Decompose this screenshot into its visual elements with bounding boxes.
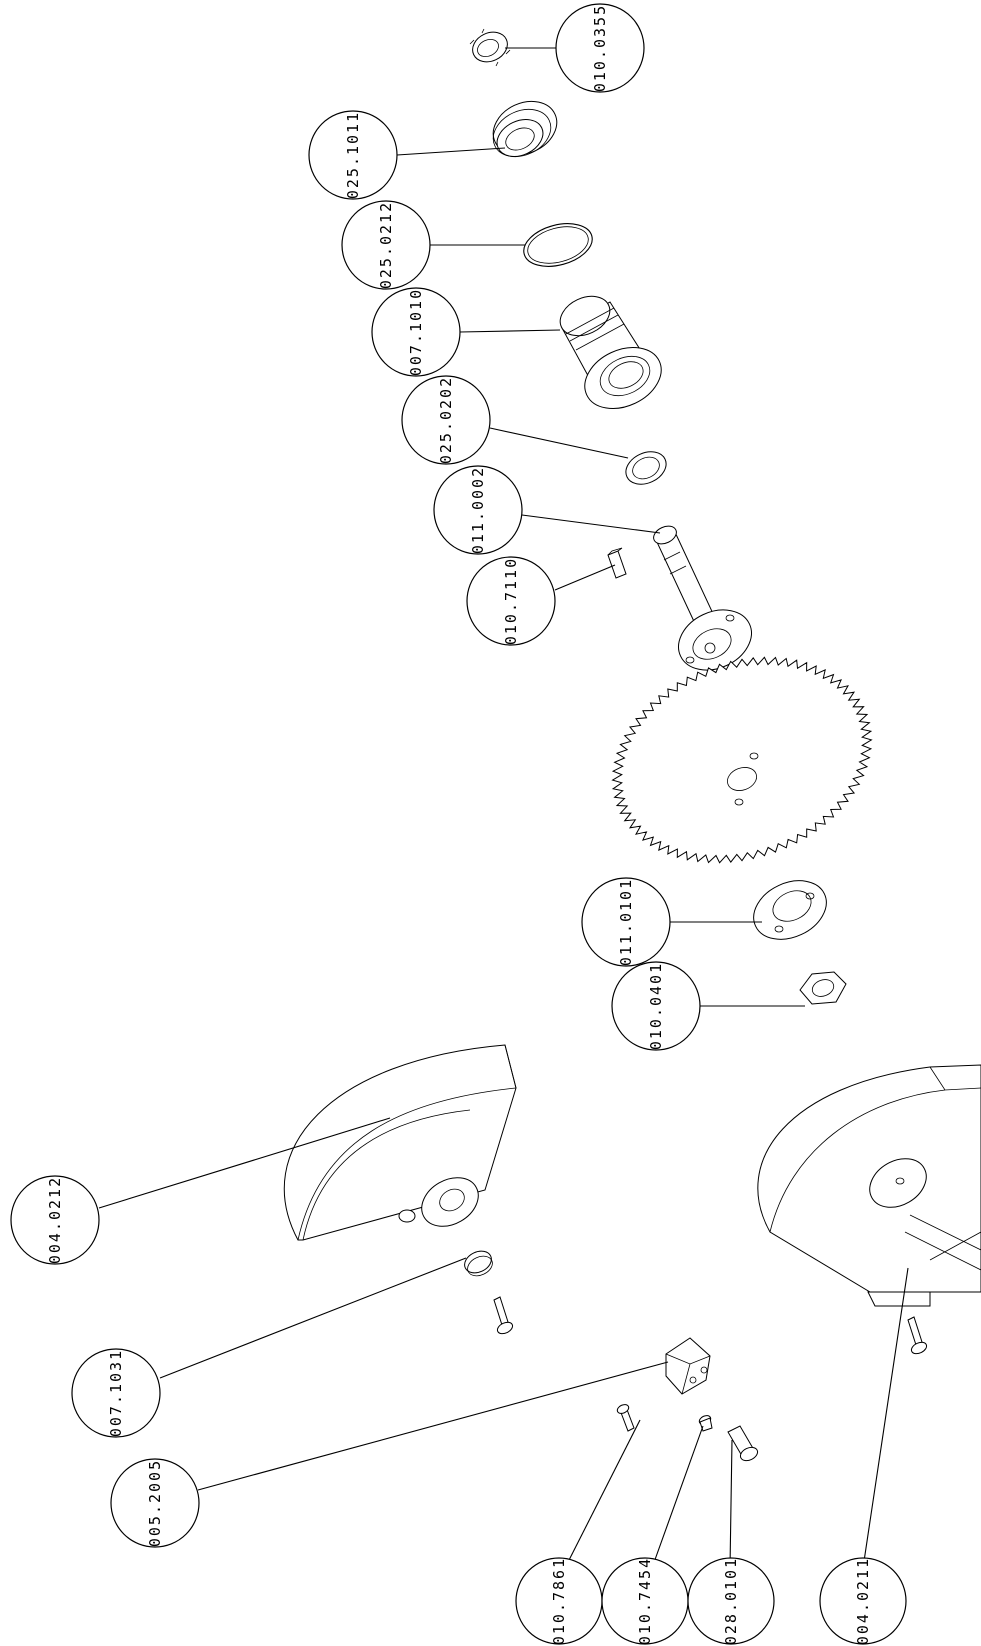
part-saw-blade bbox=[611, 656, 873, 864]
leader-004-0212 bbox=[98, 1117, 391, 1209]
balloon-007-1031: 007.1031 bbox=[71, 1348, 161, 1438]
leader-004-0211 bbox=[862, 1267, 909, 1569]
part-bearing-housing bbox=[559, 295, 662, 409]
balloon-label: 004.0211 bbox=[854, 1557, 872, 1645]
balloon-label: 005.2005 bbox=[146, 1459, 164, 1547]
part-key bbox=[607, 547, 627, 579]
balloon-label: 010.0355 bbox=[591, 4, 609, 92]
balloon-label: 007.1031 bbox=[107, 1349, 125, 1437]
balloon-010-7861: 010.7861 bbox=[515, 1557, 603, 1645]
balloon-label: 010.7110 bbox=[502, 557, 520, 645]
part-bushing bbox=[464, 1250, 493, 1277]
part-flange bbox=[753, 880, 827, 940]
part-bolt-left bbox=[493, 1296, 514, 1335]
part-bolt-right bbox=[907, 1316, 928, 1355]
balloon-010-7110: 010.7110 bbox=[466, 556, 556, 646]
balloon-label: 025.0202 bbox=[437, 376, 455, 464]
leader-010-7454 bbox=[651, 1425, 704, 1569]
balloon-011-0002: 011.0002 bbox=[433, 465, 523, 555]
part-blade-guard-half bbox=[283, 1044, 517, 1241]
leader-011-0002 bbox=[521, 514, 661, 534]
leader-010-7110 bbox=[554, 564, 616, 591]
part-mounting-block bbox=[665, 1337, 711, 1395]
balloon-025-1011: 025.1011 bbox=[308, 110, 398, 200]
leader-025-1011 bbox=[396, 147, 506, 156]
balloon-010-0355: 010.0355 bbox=[555, 3, 645, 93]
balloon-label: 025.0212 bbox=[377, 201, 395, 289]
leader-007-1031 bbox=[159, 1257, 467, 1379]
part-blade-guard-housing bbox=[757, 1064, 981, 1307]
balloon-011-0101: 011.0101 bbox=[581, 877, 671, 967]
part-seal-ring bbox=[625, 451, 667, 485]
part-shaft bbox=[653, 525, 752, 671]
balloon-label: 028.0101 bbox=[722, 1557, 740, 1645]
part-bearing bbox=[492, 100, 558, 158]
balloon-label: 010.7454 bbox=[636, 1557, 654, 1645]
balloon-010-7454: 010.7454 bbox=[601, 1557, 689, 1645]
balloon-004-0211: 004.0211 bbox=[819, 1557, 907, 1645]
balloon-label: 007.1010 bbox=[407, 288, 425, 376]
leader-007-1010 bbox=[459, 329, 561, 333]
balloon-025-0212: 025.0212 bbox=[341, 200, 431, 290]
balloon-label: 010.7861 bbox=[550, 1557, 568, 1645]
leader-010-7861 bbox=[564, 1419, 641, 1569]
part-small-nut bbox=[469, 28, 511, 67]
balloon-025-0202: 025.0202 bbox=[401, 375, 491, 465]
balloon-label: 004.0212 bbox=[46, 1176, 64, 1264]
balloon-label: 010.0401 bbox=[647, 962, 665, 1050]
balloon-label: 025.1011 bbox=[344, 111, 362, 199]
balloon-004-0212: 004.0212 bbox=[10, 1175, 100, 1265]
leader-005-2005 bbox=[197, 1361, 669, 1491]
part-hex-nut bbox=[799, 971, 847, 1005]
part-grease-nipple bbox=[727, 1425, 759, 1462]
balloon-label: 011.0101 bbox=[617, 878, 635, 966]
part-pin bbox=[616, 1404, 635, 1432]
part-set-screw bbox=[698, 1415, 713, 1432]
balloon-028-0101: 028.0101 bbox=[687, 1557, 775, 1645]
balloon-005-2005: 005.2005 bbox=[110, 1458, 200, 1548]
balloon-007-1010: 007.1010 bbox=[371, 287, 461, 377]
balloon-010-0401: 010.0401 bbox=[611, 961, 701, 1051]
leader-lines bbox=[98, 47, 909, 1569]
balloon-label: 011.0002 bbox=[469, 466, 487, 554]
part-o-ring bbox=[523, 223, 593, 267]
leader-025-0202 bbox=[489, 427, 629, 459]
leader-028-0101 bbox=[729, 1439, 733, 1569]
